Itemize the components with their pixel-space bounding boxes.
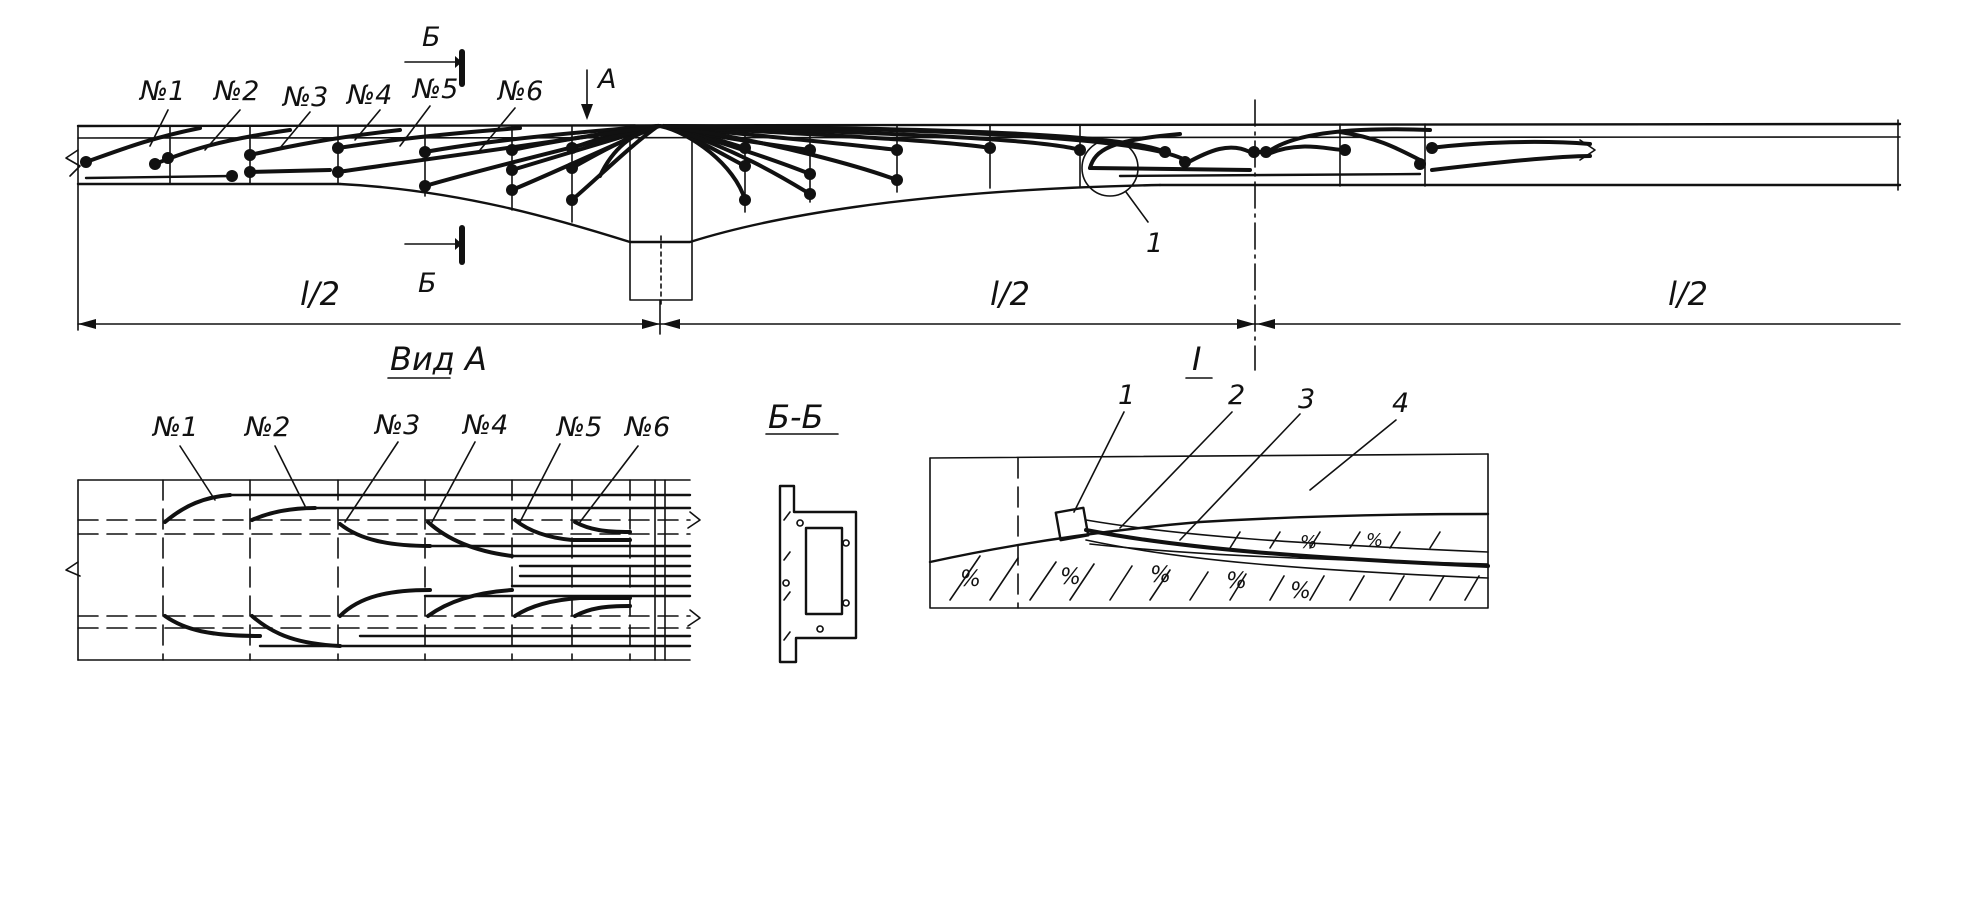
detail-aggregate-1: % bbox=[960, 567, 981, 592]
detail-callout-1: 1 bbox=[1118, 380, 1135, 411]
plan-label-1: №1 bbox=[151, 412, 198, 443]
section-mark-bottom: Б bbox=[418, 268, 437, 299]
haunch-soffit-curve bbox=[338, 182, 1162, 244]
detail-anchor-block bbox=[1054, 506, 1090, 542]
detail-callouts: 1 2 3 4 bbox=[1073, 380, 1409, 541]
detail-callout-label: 1 bbox=[1146, 228, 1163, 259]
elevation-tendons-left bbox=[84, 124, 660, 202]
elevation-label-3: №3 bbox=[281, 82, 328, 113]
plan-straight-tendons bbox=[223, 493, 692, 648]
detail-aggregate-7: % bbox=[1366, 530, 1383, 551]
plan-division-lines bbox=[162, 479, 666, 661]
detail-aggregate-4: % bbox=[1226, 569, 1247, 594]
detail-duct-bottom bbox=[1085, 539, 1489, 579]
plan-label-4: №4 bbox=[461, 410, 508, 441]
plan-curved-tendons bbox=[163, 493, 632, 648]
detail-i: I % % % % % % % 1 bbox=[928, 340, 1490, 609]
detail-aggregate-3: % bbox=[1150, 563, 1171, 588]
detail-callout-3: 3 bbox=[1298, 384, 1315, 415]
section-outline bbox=[778, 484, 858, 664]
span-label-1: l/2 bbox=[300, 275, 340, 313]
elevation-label-6: №6 bbox=[496, 76, 543, 107]
span-label-3: l/2 bbox=[1668, 275, 1708, 313]
detail-tendon bbox=[1084, 528, 1490, 568]
detail-title: I bbox=[1192, 340, 1201, 378]
plan-label-5: №5 bbox=[555, 412, 602, 443]
pier-arch-left bbox=[598, 124, 662, 178]
section-b-b: Б-Б bbox=[765, 398, 858, 664]
section-title: Б-Б bbox=[768, 398, 823, 436]
plan-view: Вид А bbox=[65, 340, 701, 661]
section-cut-mark: Б Б bbox=[404, 22, 465, 299]
section-mark-top: Б bbox=[422, 22, 441, 53]
span-dimension: l/2 l/2 l/2 bbox=[77, 275, 1901, 335]
detail-duct-top bbox=[1085, 519, 1489, 553]
break-mark-left bbox=[65, 149, 81, 177]
plan-label-6: №6 bbox=[623, 412, 670, 443]
view-a-arrow: А bbox=[581, 64, 616, 120]
plan-label-3: №3 bbox=[373, 410, 420, 441]
detail-concrete-boundary bbox=[928, 512, 1490, 564]
detail-callout-2: 2 bbox=[1228, 380, 1245, 411]
elevation-tendon-labels: №1 №2 №3 №4 №5 №6 bbox=[138, 74, 543, 151]
detail-hatching: % % % % % % % bbox=[949, 530, 1480, 604]
detail-aggregate-5: % bbox=[1290, 579, 1311, 604]
elevation-label-1: №1 bbox=[138, 76, 185, 107]
anchor-dots bbox=[80, 142, 1438, 206]
section-hatch bbox=[782, 511, 850, 641]
elevation-label-2: №2 bbox=[212, 76, 259, 107]
elevation-label-4: №4 bbox=[345, 80, 392, 111]
plan-label-2: №2 bbox=[243, 412, 290, 443]
detail-callout: 1 bbox=[1081, 139, 1163, 259]
detail-callout-4: 4 bbox=[1392, 388, 1409, 419]
section-void bbox=[804, 526, 844, 616]
span-label-2: l/2 bbox=[990, 275, 1030, 313]
view-a-mark: А bbox=[596, 64, 616, 95]
detail-aggregate-2: % bbox=[1060, 565, 1081, 590]
elevation-label-5: №5 bbox=[411, 74, 458, 105]
elevation-view: №1 №2 №3 №4 №5 №6 Б Б А 1 bbox=[65, 22, 1902, 371]
plan-view-title: Вид А bbox=[390, 340, 487, 378]
plan-tendon-labels: №1 №2 №3 №4 №5 №6 bbox=[151, 410, 670, 523]
beam-top-edge bbox=[76, 122, 1902, 128]
elevation-tendons-right bbox=[662, 124, 1596, 196]
